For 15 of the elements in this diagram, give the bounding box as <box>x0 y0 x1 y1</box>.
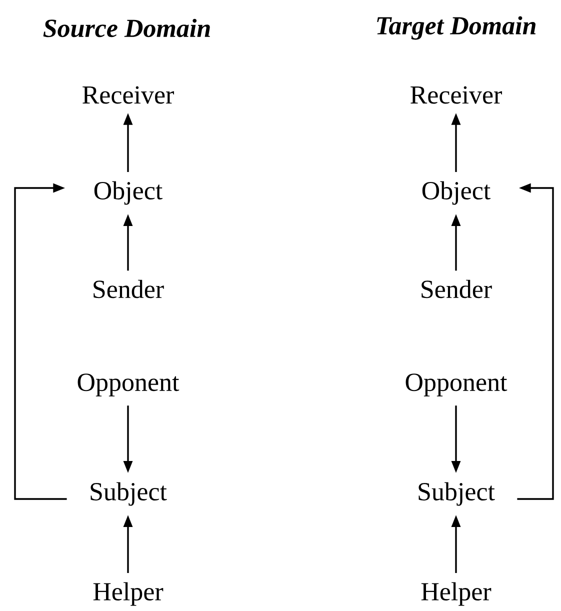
role-label: Helper <box>93 582 164 606</box>
arrow <box>14 183 67 500</box>
role-label: Object <box>94 181 162 205</box>
domain-heading: Target Domain <box>377 16 536 40</box>
role-label: Sender <box>94 280 164 298</box>
role-label: Subject <box>418 482 495 506</box>
domain-heading: Source Domain <box>43 18 210 38</box>
role-label: Receiver <box>410 86 502 104</box>
role-label: Object <box>422 181 490 205</box>
role-label: Receiver <box>82 86 174 104</box>
role-label: Opponent <box>78 374 180 396</box>
role-label: Opponent <box>406 374 508 396</box>
role-label: Sender <box>422 280 492 298</box>
role-label: Subject <box>90 482 167 506</box>
role-label: Helper <box>421 582 492 606</box>
